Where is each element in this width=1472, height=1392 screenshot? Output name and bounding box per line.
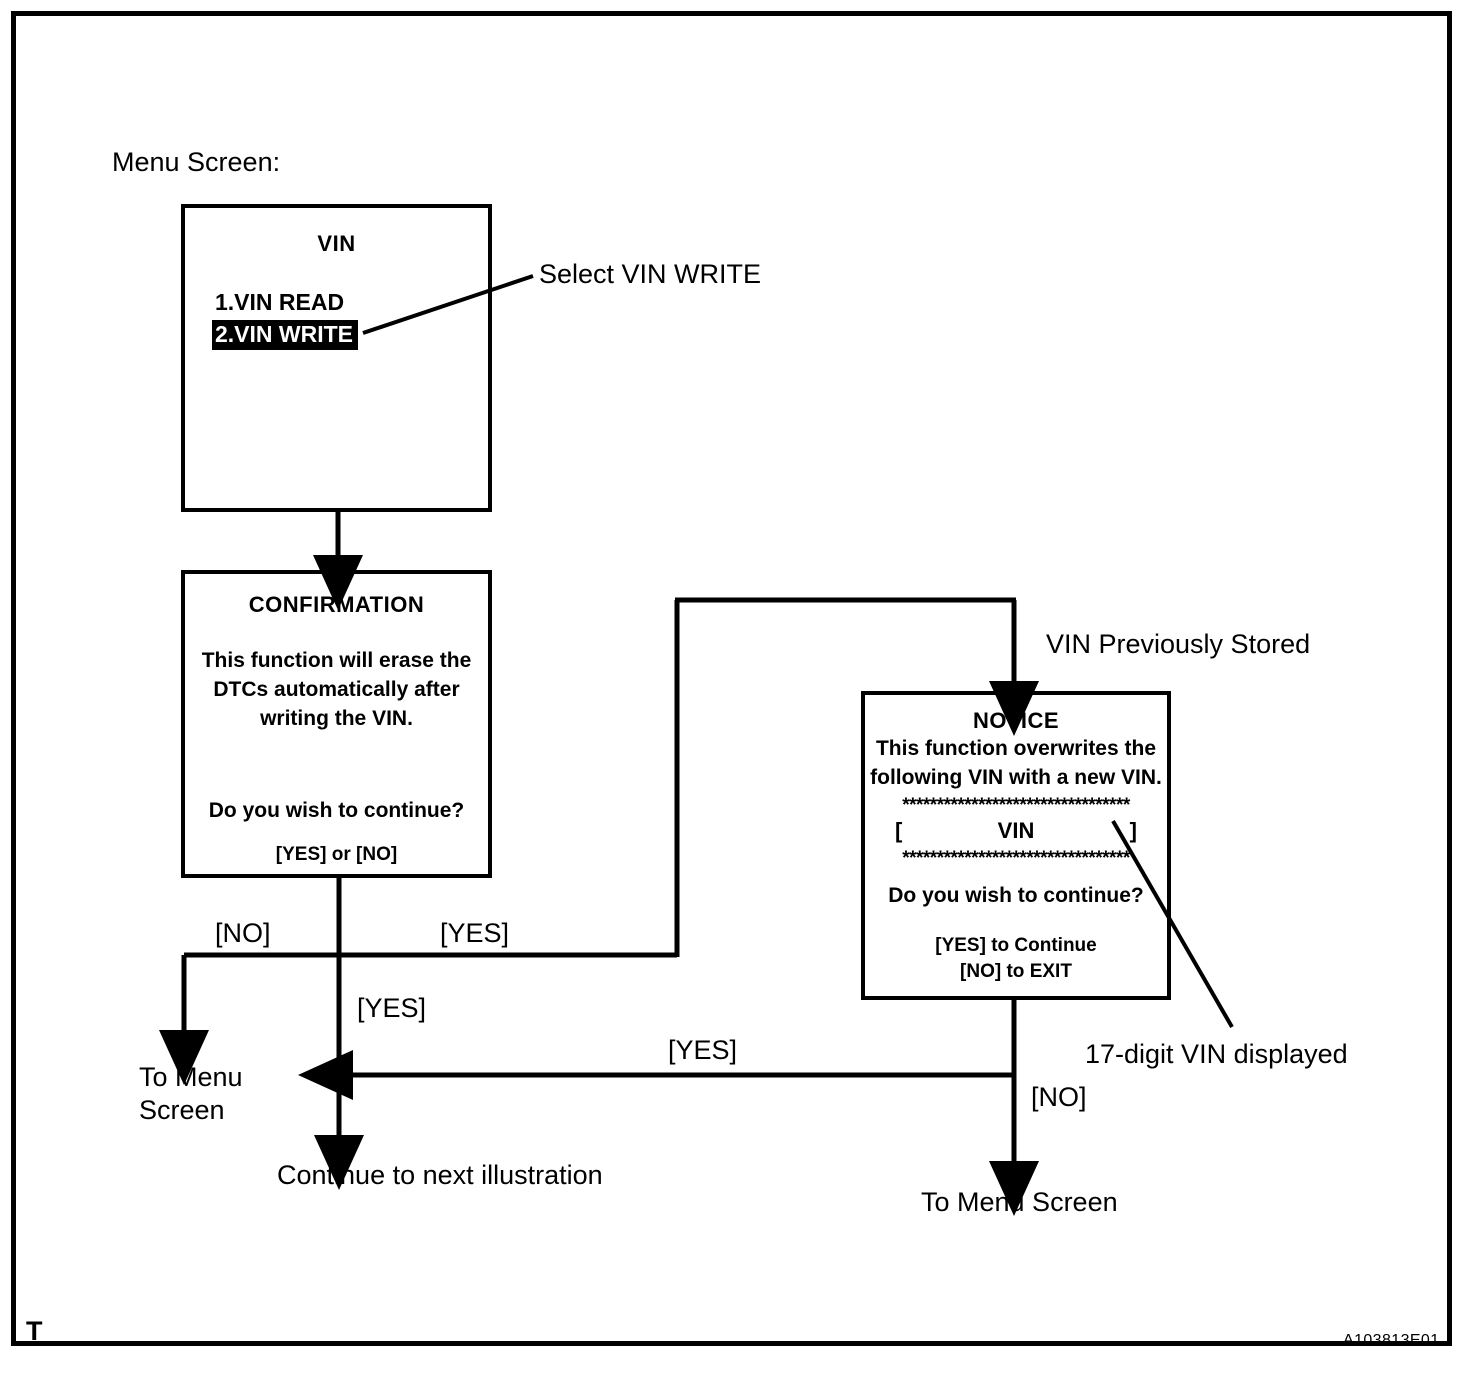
screen-notice: NOTICE This function overwrites the foll… — [861, 691, 1171, 1000]
menu-screen-caption: Menu Screen: — [112, 147, 281, 177]
terminal-to-menu-screen-left-line1: To Menu — [139, 1062, 243, 1092]
notice-vin-bracket-close: ] — [1129, 818, 1137, 843]
callout-vin-previously-stored: VIN Previously Stored — [1046, 629, 1311, 659]
corner-mark-t: T — [26, 1316, 43, 1346]
terminal-continue-next-illustration: Continue to next illustration — [277, 1160, 603, 1190]
notice-body-line1: This function overwrites the — [875, 737, 1157, 760]
flow-label-confirm-yes-right: [YES] — [440, 918, 510, 948]
confirmation-question: Do you wish to continue? — [208, 799, 465, 822]
vin-menu-title: VIN — [317, 231, 356, 256]
confirmation-body-line3: writing the VIN. — [260, 707, 413, 730]
notice-option-yes: [YES] to Continue — [935, 935, 1097, 956]
notice-question: Do you wish to continue? — [888, 884, 1144, 907]
menu-item-vin-write[interactable]: 2.VIN WRITE — [212, 320, 359, 350]
confirmation-options: [YES] or [NO] — [275, 844, 398, 865]
figure-id-label: A103813E01 — [1343, 1332, 1440, 1349]
notice-stars-bottom: ********************************* — [902, 848, 1130, 869]
menu-item-vin-read[interactable]: 1.VIN READ — [215, 289, 345, 315]
callout-select-vin-write: Select VIN WRITE — [539, 259, 762, 289]
notice-vin-placeholder: VIN — [997, 818, 1035, 843]
terminal-to-menu-screen-right: To Menu Screen — [921, 1187, 1118, 1217]
confirmation-body-line1: This function will erase the — [201, 649, 472, 672]
flow-label-notice-yes: [YES] — [668, 1035, 738, 1065]
flow-label-confirm-yes-down: [YES] — [357, 993, 427, 1023]
screen-vin-menu: VIN 1.VIN READ 2.VIN WRITE — [181, 204, 492, 512]
confirmation-title: CONFIRMATION — [248, 592, 425, 617]
page-border — [11, 11, 1452, 1346]
notice-vin-row: [ VIN ] — [865, 818, 1167, 844]
notice-title: NOTICE — [972, 708, 1060, 733]
terminal-to-menu-screen-left-line2: Screen — [139, 1095, 225, 1125]
confirmation-body-line2: DTCs automatically after — [213, 678, 460, 701]
notice-vin-bracket-open: [ — [895, 818, 903, 843]
flow-label-confirm-no: [NO] — [215, 918, 271, 948]
flow-label-notice-no: [NO] — [1031, 1082, 1087, 1112]
callout-17-digit-vin: 17-digit VIN displayed — [1085, 1039, 1348, 1069]
notice-option-no: [NO] to EXIT — [960, 961, 1072, 982]
notice-stars-top: ********************************* — [902, 795, 1130, 816]
notice-body-line2: following VIN with a new VIN. — [870, 766, 1162, 789]
screen-confirmation: CONFIRMATION This function will erase th… — [181, 570, 492, 878]
